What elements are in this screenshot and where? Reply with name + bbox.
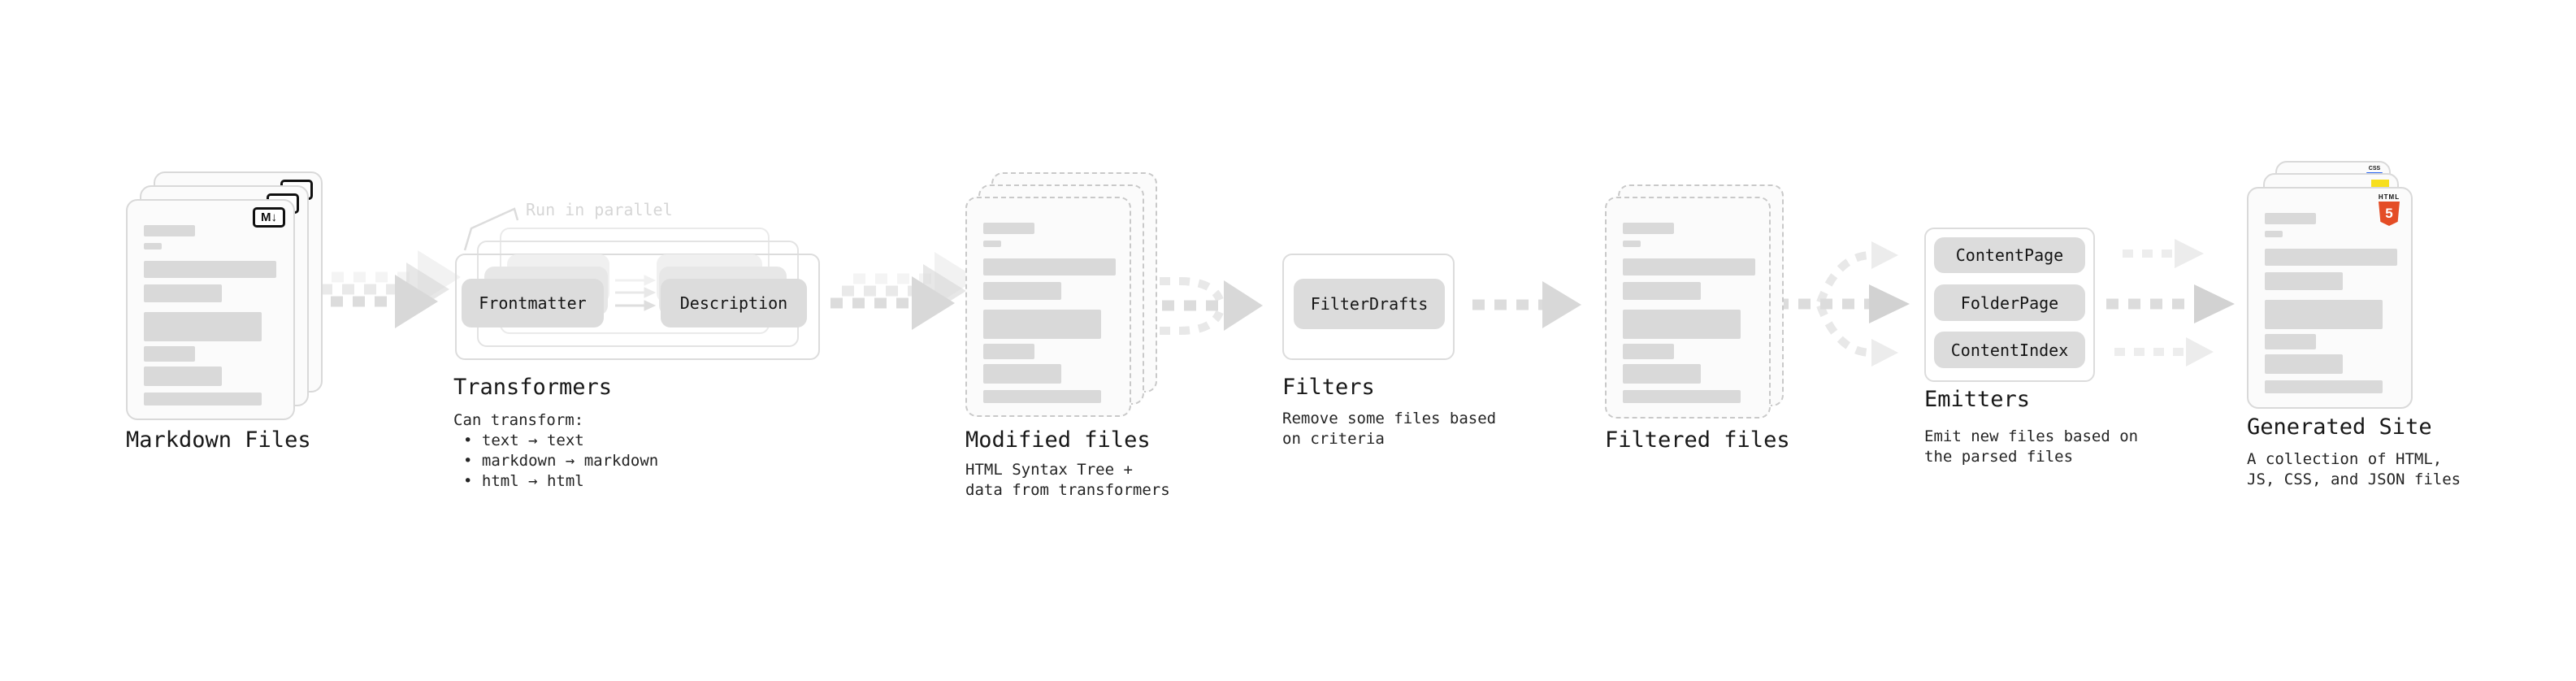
transformers-label: Transformers — [453, 375, 613, 400]
arrow-transformers-to-modified — [830, 252, 978, 330]
generated-site-caption: A collection of HTML, JS, CSS, and JSON … — [2247, 450, 2461, 488]
markdown-file-card-front: M↓ — [126, 199, 295, 420]
transform-bullet: • html → html — [463, 472, 584, 490]
folderpage-pill: FolderPage — [1934, 284, 2085, 321]
skeleton-text-bars — [2265, 213, 2397, 393]
transformers-frame-front — [455, 254, 820, 360]
description-pill: Description — [661, 279, 807, 327]
annotation-leader-line — [463, 207, 519, 251]
skeleton-text-bars — [144, 225, 277, 406]
transform-bullet: • markdown → markdown — [463, 452, 659, 470]
transform-bullet: • text → text — [463, 432, 584, 449]
generated-site-card-front: HTML 5 — [2247, 187, 2413, 409]
filtered-file-card-front — [1605, 197, 1771, 419]
modified-file-card-front — [965, 197, 1131, 417]
filters-caption: Remove some files based on criteria — [1282, 410, 1497, 448]
run-in-parallel-annotation: Run in parallel — [526, 200, 673, 219]
html5-icon: HTML 5 — [2374, 193, 2405, 226]
arrows-emitters-to-generated — [2106, 239, 2235, 367]
filterdrafts-pill: FilterDrafts — [1294, 279, 1445, 329]
contentindex-pill: ContentIndex — [1934, 332, 2085, 368]
transformers-caption: Can transform: • text → text • markdown … — [453, 410, 658, 492]
arrow-filters-to-filtered — [1472, 281, 1581, 328]
skeleton-text-bars — [1623, 223, 1755, 403]
parallel-run-arrows — [615, 275, 657, 311]
markdown-icon: M↓ — [253, 207, 285, 228]
emitters-caption: Emit new files based on the parsed files — [1924, 427, 2139, 466]
emitters-label: Emitters — [1924, 387, 2031, 412]
arrow-filtered-to-emitters — [1776, 241, 1910, 367]
transformers-caption-intro: Can transform: — [453, 411, 584, 429]
contentpage-pill: ContentPage — [1934, 237, 2085, 273]
arrow-modified-to-filters — [1140, 277, 1263, 335]
skeleton-text-bars — [983, 223, 1116, 403]
filtered-files-label: Filtered files — [1605, 427, 1790, 453]
filters-label: Filters — [1282, 375, 1375, 400]
generated-site-label: Generated Site — [2247, 414, 2432, 440]
modified-files-label: Modified files — [965, 427, 1151, 453]
modified-files-caption: HTML Syntax Tree + data from transformer… — [965, 461, 1170, 499]
arrow-markdown-to-transformers — [309, 250, 461, 328]
emitters-frame — [1924, 228, 2095, 382]
frontmatter-pill: Frontmatter — [462, 279, 604, 327]
filters-frame — [1282, 254, 1455, 360]
markdown-files-label: Markdown Files — [126, 427, 311, 453]
